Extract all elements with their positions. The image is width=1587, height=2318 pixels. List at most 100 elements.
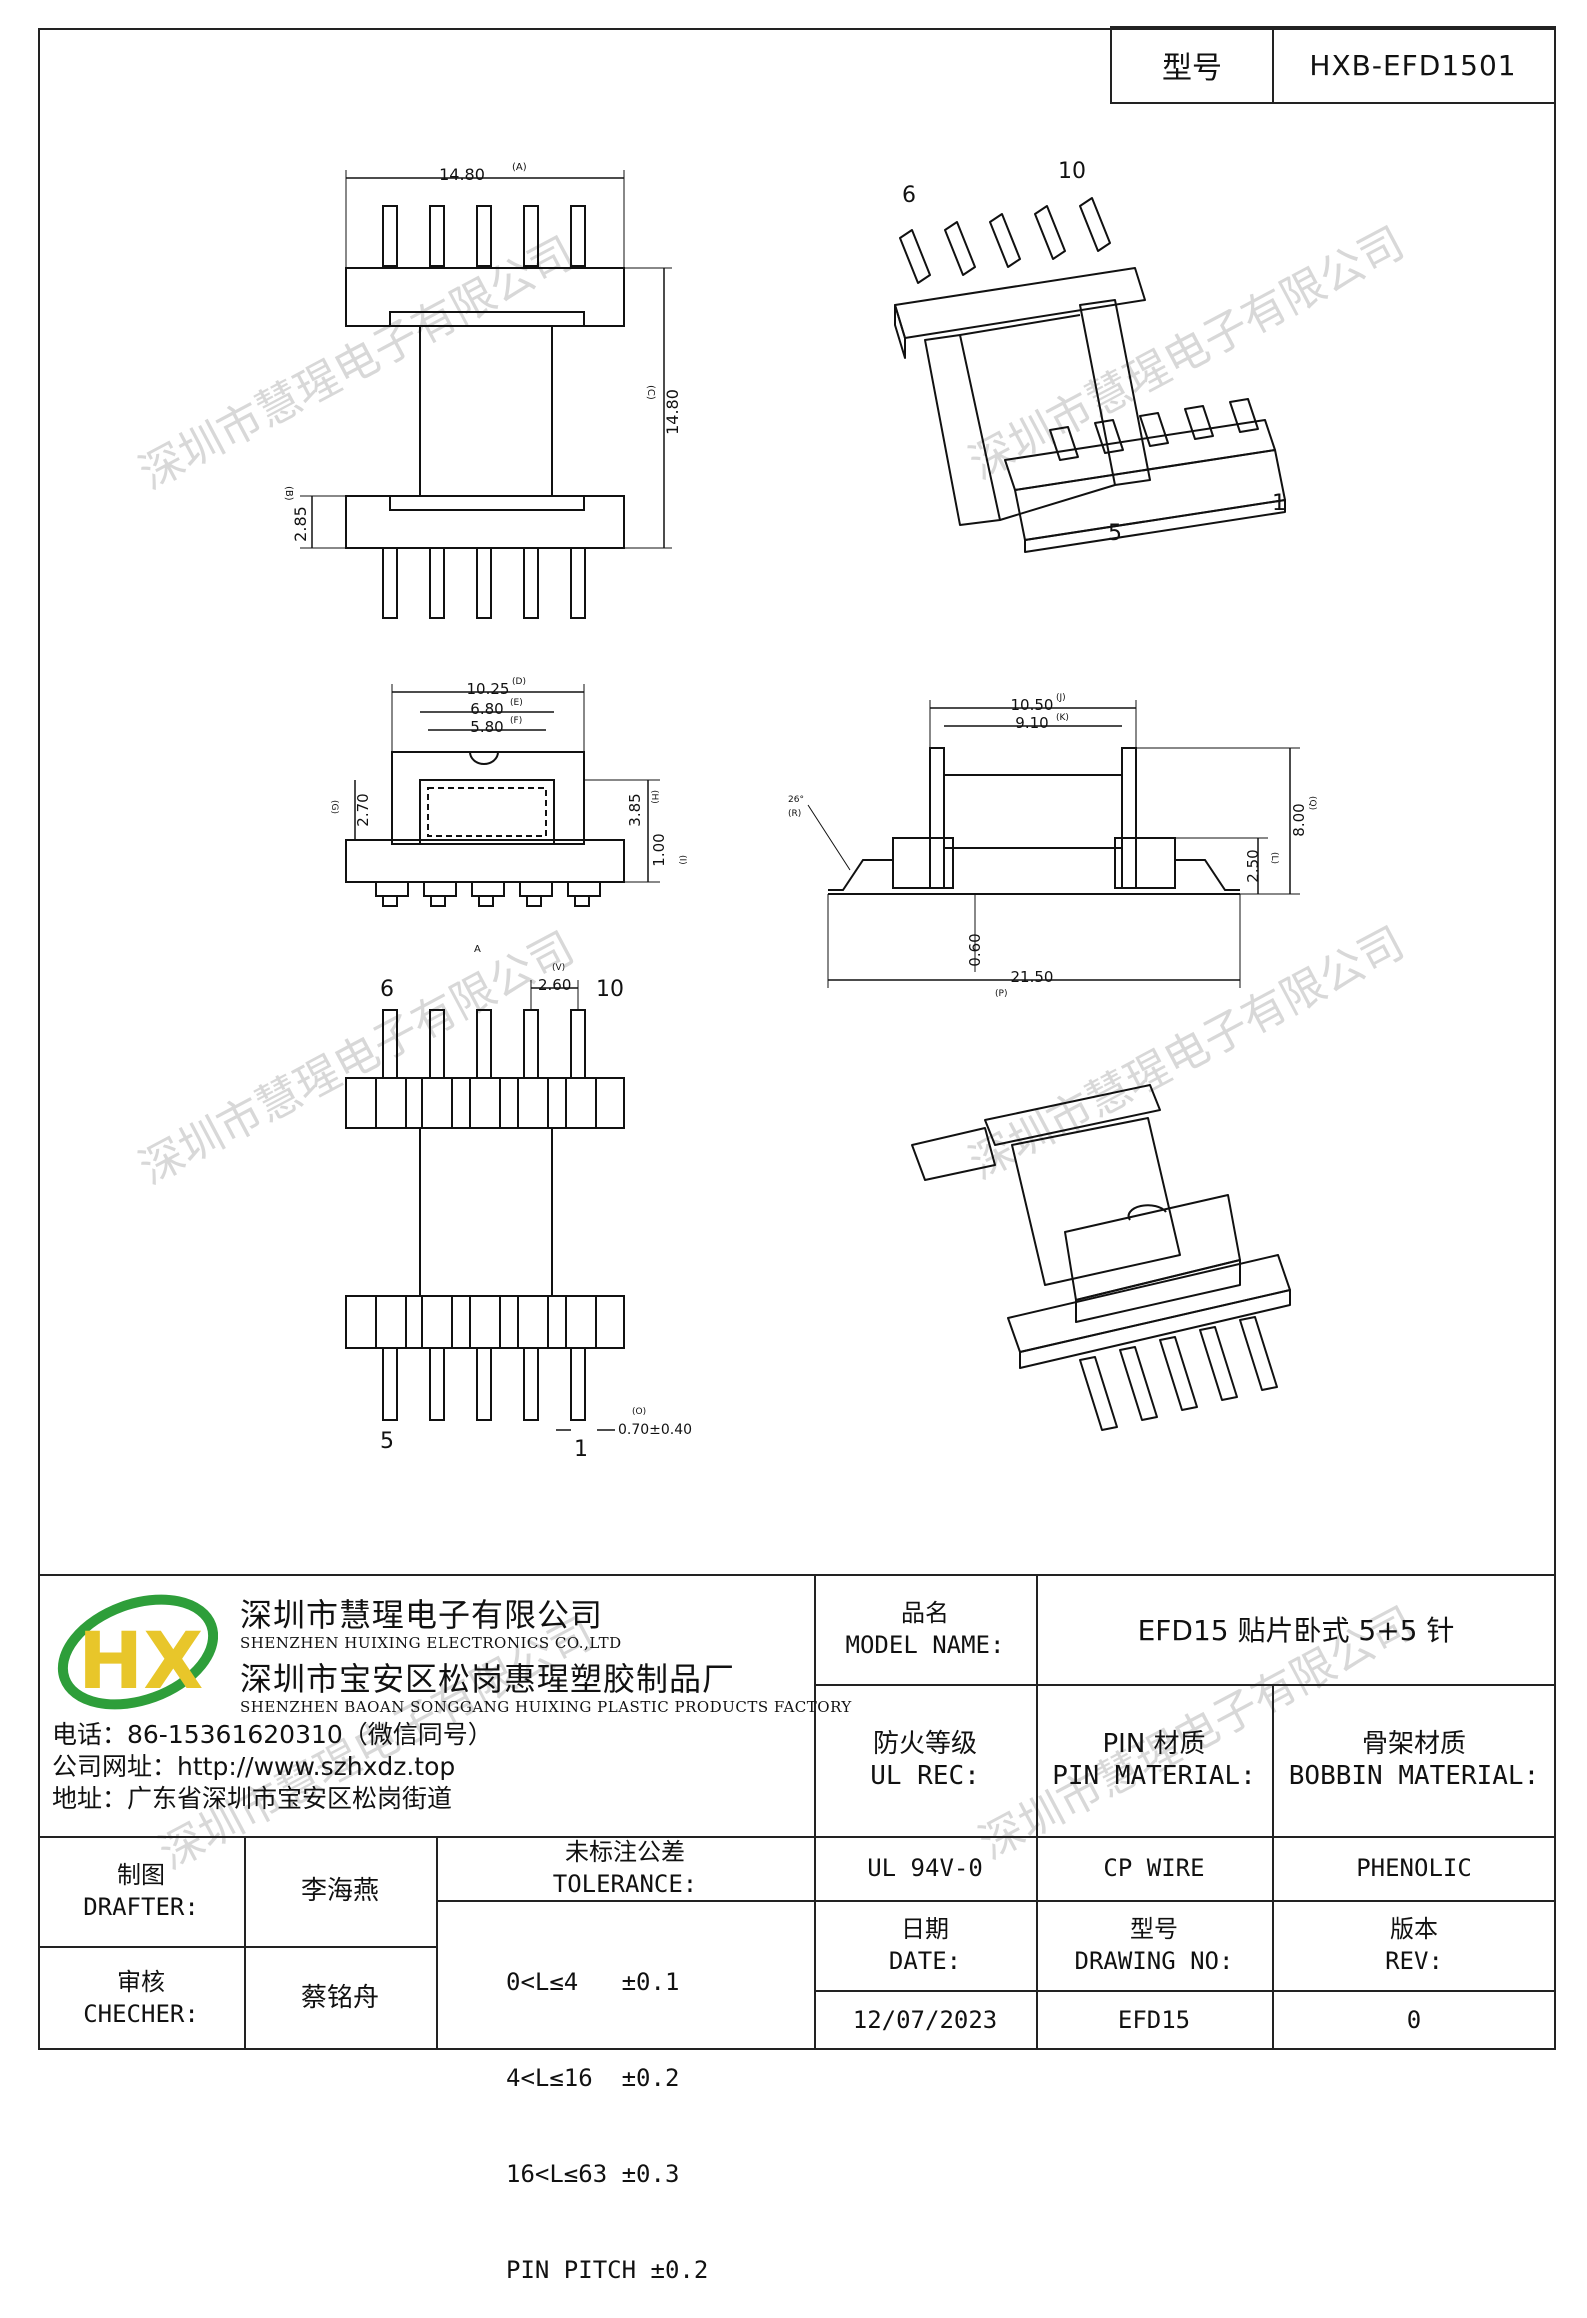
pin-material-value: CP WIRE	[1103, 1854, 1205, 1882]
view-mark: A	[474, 944, 481, 955]
revision-label: 版本 REV:	[1272, 1900, 1556, 1990]
model-value: HXB-EFD1501	[1309, 48, 1517, 82]
dim-tag: (D)	[512, 677, 526, 687]
pin-label-1: 1	[574, 1437, 588, 1462]
model-title-box: 型号 HXB-EFD1501	[1110, 26, 1556, 104]
label-en: PIN MATERIAL:	[1052, 1761, 1256, 1791]
checker-value: 蔡铭舟	[300, 1983, 379, 2013]
factory-name-en: SHENZHEN BAOAN SONGGANG HUIXING PLASTIC …	[240, 1698, 852, 1716]
dim-h1: 2.70	[354, 793, 372, 826]
label-cn: 型号	[1130, 1915, 1178, 1943]
tolerance-table: 0<L≤4 ±0.1 4<L≤16 ±0.2 16<L≤63 ±0.3 PIN …	[506, 1902, 708, 2318]
model-name-value: EFD15 贴片卧式 5+5 针	[1137, 1614, 1455, 1647]
dim-tag: (F)	[510, 716, 522, 726]
pin-label-1: 1	[1272, 491, 1286, 516]
dim-height: 14.80	[663, 389, 682, 435]
company-name-en: SHENZHEN HUIXING ELECTRONICS CO.,LTD	[240, 1634, 622, 1652]
label-cn: 制图	[117, 1861, 165, 1889]
pin-label-6: 6	[380, 977, 394, 1002]
label-cn: 日期	[901, 1915, 949, 1943]
revision-value: 0	[1406, 2006, 1422, 2034]
pin-label-5: 5	[380, 1429, 394, 1454]
dim-tag: (E)	[510, 698, 523, 708]
label-en: UL REC:	[870, 1761, 980, 1791]
dim-d: 2.50	[1244, 849, 1262, 882]
pin-material-label: PIN 材质 PIN MATERIAL:	[1036, 1684, 1272, 1836]
label-en: MODEL NAME:	[845, 1631, 1005, 1659]
company-name-cn: 深圳市慧瑆电子有限公司	[240, 1596, 604, 1634]
dim-a: 10.50	[1011, 696, 1054, 714]
drafter-label: 制图 DRAFTER:	[38, 1836, 244, 1946]
dim-h2: 3.85	[626, 793, 644, 826]
dim-width: 14.80	[439, 165, 485, 184]
dim-tag: (R)	[788, 809, 801, 819]
technical-drawing: 14.80 (A) 14.80 (C) 2.85 (B) 6 10 1 5	[283, 159, 1317, 1462]
dim-tag: (K)	[1056, 713, 1069, 723]
dim-c: 8.00	[1290, 803, 1308, 836]
label-cn: 未标注公差	[565, 1838, 685, 1866]
ul-rating-value: UL 94V-0	[867, 1854, 983, 1882]
label-cn: PIN 材质	[1102, 1729, 1206, 1759]
label-en: TOLERANCE:	[552, 1870, 698, 1898]
dim-tag: (J)	[1056, 693, 1066, 703]
dim-tag: (P)	[995, 989, 1007, 999]
dim-tag: (Q)	[1307, 796, 1317, 810]
label-en: BOBBIN MATERIAL:	[1288, 1761, 1540, 1791]
company-phone: 电话：86-15361620310（微信同号）	[52, 1720, 493, 1749]
drawing-no-label: 型号 DRAWING NO:	[1036, 1900, 1272, 1990]
pin-label-5: 5	[1108, 521, 1122, 546]
pin-label-6: 6	[902, 183, 916, 208]
bobbin-material-value: PHENOLIC	[1356, 1854, 1472, 1882]
company-logo: HX	[57, 1594, 218, 1710]
label-en: DRAFTER:	[83, 1893, 199, 1921]
dim-d1: 10.25	[467, 680, 510, 698]
dim-tag: (I)	[677, 855, 687, 865]
tolerance-line: 16<L≤63 ±0.3	[506, 2160, 680, 2188]
dim-h3: 1.00	[650, 833, 668, 866]
dim-b: 9.10	[1015, 714, 1048, 732]
label-en: CHECHER:	[83, 2000, 199, 2028]
dim-pin: 0.70±0.40	[618, 1422, 692, 1438]
tolerance-line: 0<L≤4 ±0.1	[506, 1968, 680, 1996]
pin-label-10: 10	[1058, 159, 1086, 184]
bobbin-material-label: 骨架材质 BOBBIN MATERIAL:	[1272, 1684, 1556, 1836]
dim-tag: (V)	[552, 963, 565, 973]
model-name-label: 品名 MODEL NAME:	[814, 1574, 1036, 1684]
company-address: 地址：广东省深圳市宝安区松岗街道	[52, 1784, 453, 1813]
factory-name-cn: 深圳市宝安区松岗惠瑆塑胶制品厂	[240, 1660, 736, 1698]
dim-tag: (B)	[283, 486, 294, 501]
dim-d2: 6.80	[470, 700, 503, 718]
label-cn: 品名	[901, 1599, 949, 1627]
drafter-value: 李海燕	[300, 1876, 379, 1906]
drawing-sheet	[38, 28, 1556, 2050]
label-en: DRAWING NO:	[1074, 1947, 1234, 1975]
tolerance-label: 未标注公差 TOLERANCE:	[436, 1836, 814, 1900]
company-website[interactable]: 公司网址：http://www.szhxdz.top	[52, 1752, 456, 1781]
dim-tag: (H)	[649, 790, 659, 804]
label-cn: 版本	[1390, 1915, 1438, 1943]
ul-rating-label: 防火等级 UL REC:	[814, 1684, 1036, 1836]
dim-tag: (L)	[1269, 852, 1279, 864]
dim-tag: (C)	[645, 385, 656, 400]
date-label: 日期 DATE:	[814, 1900, 1036, 1990]
dim-flange: 2.85	[291, 506, 310, 542]
logo-letters: HX	[78, 1617, 203, 1707]
dim-f: 21.50	[1011, 968, 1054, 986]
label-en: DATE:	[888, 1947, 962, 1975]
date-value: 12/07/2023	[852, 2006, 998, 2034]
dim-e: 0.60	[966, 933, 984, 966]
drawing-no-value: EFD15	[1117, 2006, 1191, 2034]
pin-label-10: 10	[596, 977, 624, 1002]
dim-d3: 5.80	[470, 718, 503, 736]
dim-angle: 26°	[788, 795, 804, 805]
tolerance-line: PIN PITCH ±0.2	[506, 2256, 709, 2284]
checker-label: 审核 CHECHER:	[38, 1946, 244, 2050]
label-cn: 防火等级	[872, 1729, 977, 1759]
label-cn: 骨架材质	[1361, 1729, 1466, 1759]
label-cn: 审核	[117, 1968, 165, 1996]
dim-tag: (O)	[632, 1407, 646, 1417]
label-en: REV:	[1385, 1947, 1443, 1975]
model-label: 型号	[1112, 28, 1274, 102]
dim-pitch: 2.60	[538, 976, 571, 994]
dim-tag: (G)	[329, 800, 339, 814]
